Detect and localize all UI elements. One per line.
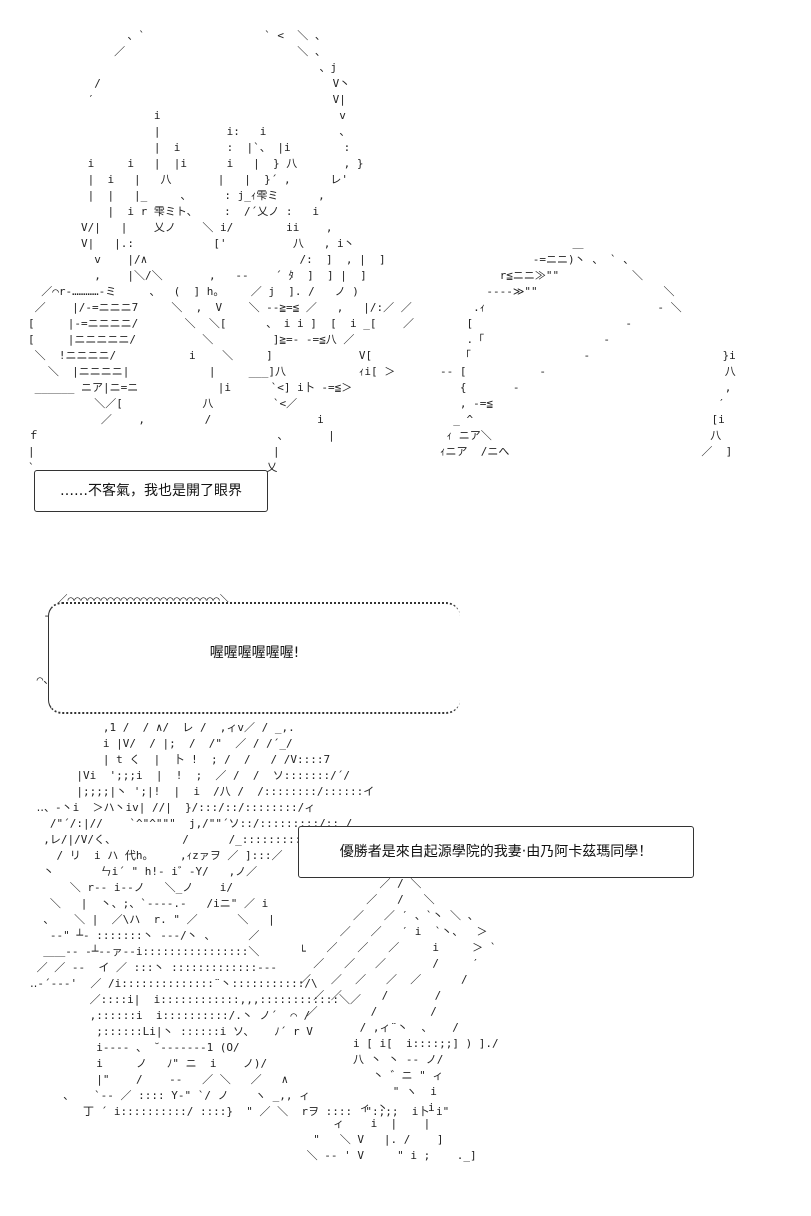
- ascii-art-character-arm: ＿ ‐=ニニ)丶 、 ` 、 r≦ニニ≫"" ＼ ‐‐‐‐≫"" ＼ .ｨ - …: [440, 237, 736, 458]
- speech-bubble-announcement-text: 優勝者是來自起源學院的我妻‧由乃阿卡茲瑪同學！: [339, 844, 653, 860]
- ascii-art-character-portrait: 、` ` < ＼ 、 ／ ＼ 、 、j / V丶 ′: [28, 29, 415, 474]
- shout-bubble: 喔喔喔喔喔喔!: [48, 602, 460, 714]
- shout-bubble-text: 喔喔喔喔喔喔!: [209, 645, 300, 661]
- ascii-art-character-pointing: ／⌒⌒⌒⌒⌒⌒⌒⌒⌒⌒⌒⌒⌒⌒⌒⌒⌒⌒⌒⌒⌒⌒⌒＼ ‐‐ノ ) ソ ) ⌒、 ノ…: [30, 593, 450, 1118]
- ascii-art-character-arm-lower: ／ / ＼ ／ / ＼ ／ ／ ′ 、`丶 ＼ 、 ／ ／ ′ i `丶、 ＞ …: [300, 877, 499, 1162]
- speech-bubble-first-text: ……不客氣，我也是開了眼界: [60, 483, 242, 499]
- speech-bubble-announcement: 優勝者是來自起源學院的我妻‧由乃阿卡茲瑪同學！: [298, 826, 694, 878]
- speech-bubble-first: ……不客氣，我也是開了眼界: [34, 470, 268, 512]
